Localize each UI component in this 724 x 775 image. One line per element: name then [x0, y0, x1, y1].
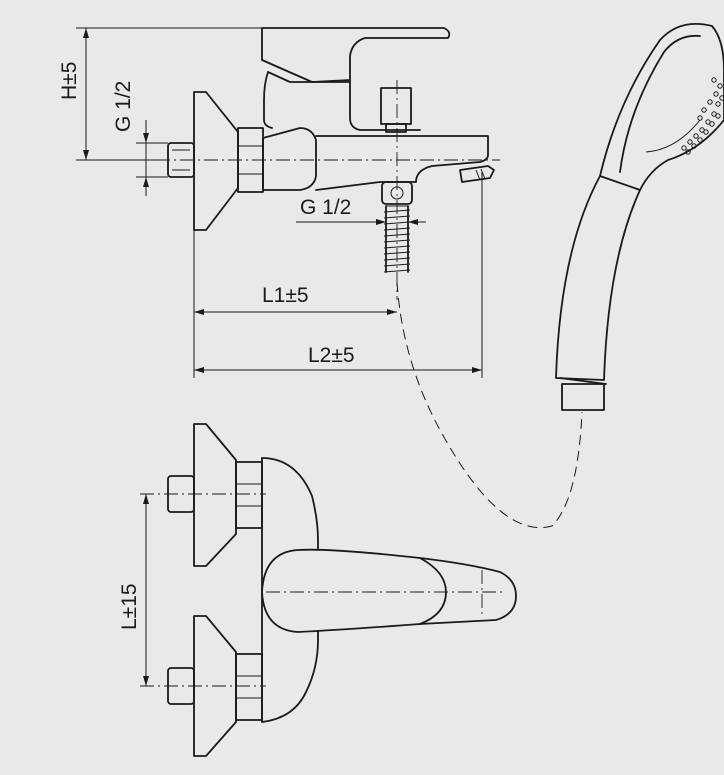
- front-view: [140, 423, 517, 757]
- side-view: [132, 27, 500, 300]
- side-dimensions: [76, 27, 483, 378]
- hand-shower: [555, 22, 724, 411]
- hose-thread: [383, 205, 411, 273]
- l1-dimension-label: L1±5: [262, 284, 309, 307]
- front-body: [261, 457, 319, 723]
- spout-tip: [459, 165, 495, 183]
- shower-hose: [396, 281, 583, 528]
- mixer-body: [262, 127, 317, 191]
- shower-connector: [561, 383, 605, 411]
- h-dimension-label: H±5: [58, 62, 81, 100]
- lever-handle: [261, 27, 451, 83]
- l-dimension-label: L±15: [118, 583, 141, 630]
- l2-dimension-label: L2±5: [308, 344, 355, 367]
- g-thread-label-outlet: G 1/2: [300, 196, 351, 219]
- spray-nozzles: [681, 77, 724, 155]
- diverter-knob: [380, 87, 412, 125]
- lower-flange: [193, 615, 237, 757]
- front-lever: [261, 548, 517, 633]
- upper-flange: [193, 423, 237, 567]
- g-thread-label-vertical: G 1/2: [112, 81, 135, 132]
- front-dimensions: [143, 494, 149, 686]
- wall-flange: [193, 91, 239, 231]
